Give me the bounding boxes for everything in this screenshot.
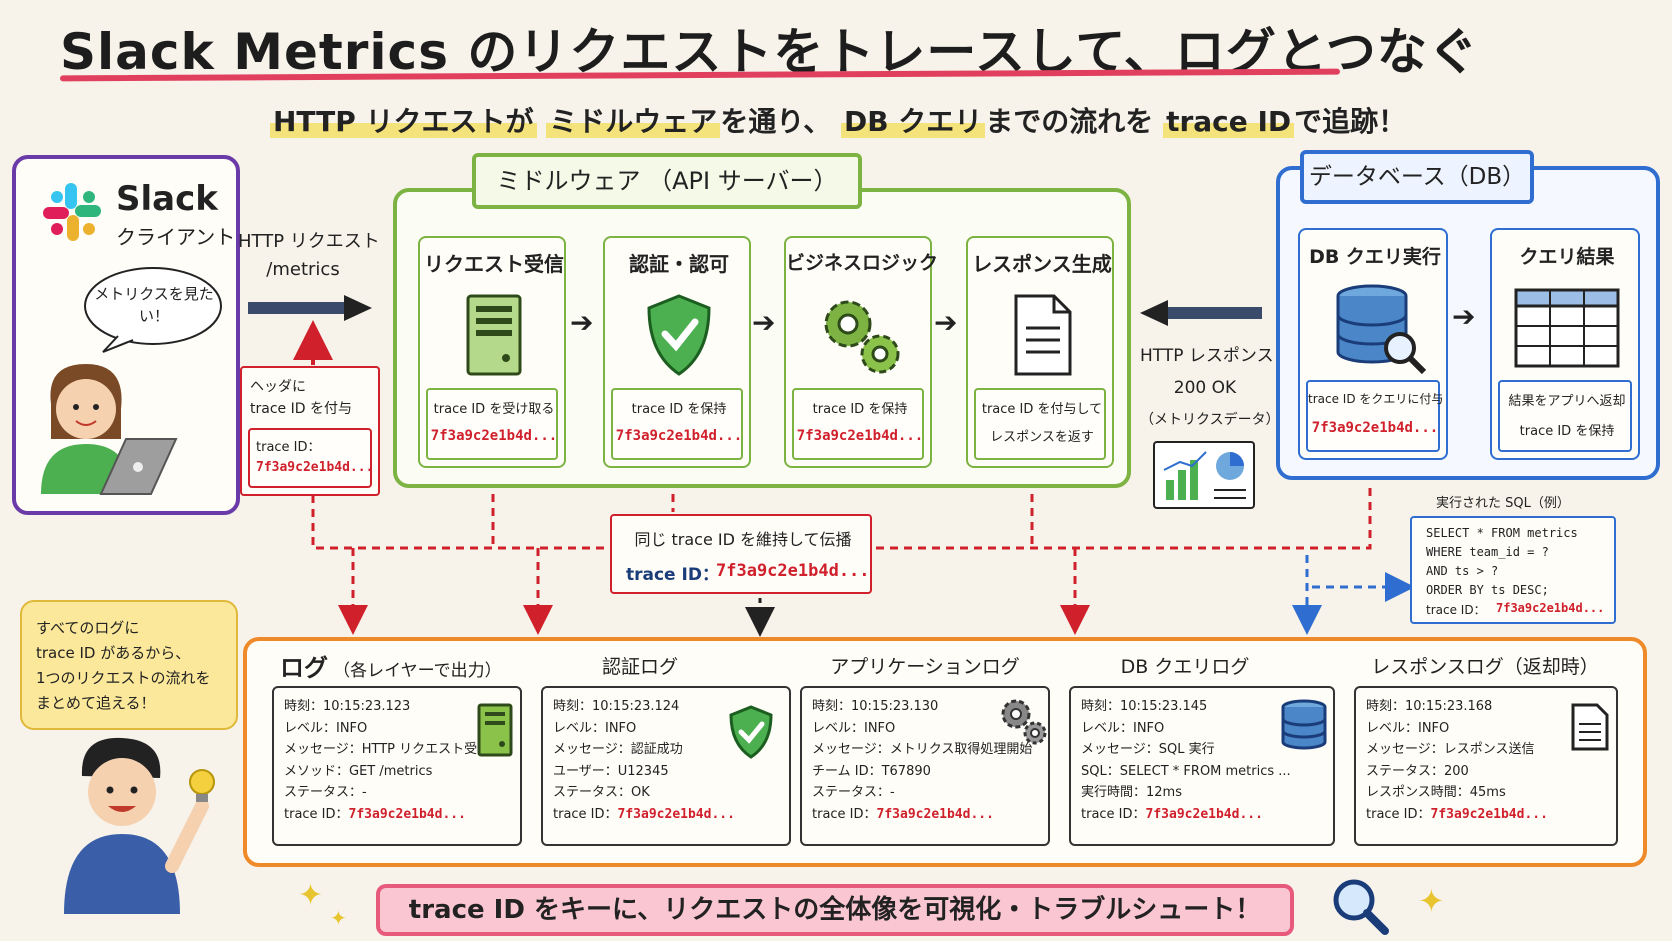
sparkle-icon: ✦ xyxy=(1418,882,1445,920)
request-label: HTTP リクエスト /metrics xyxy=(238,231,380,280)
middleware-title: ミドルウェア （API サーバー） xyxy=(472,153,862,209)
slack-logo-icon xyxy=(43,183,101,241)
boy-pointing-icon xyxy=(64,737,215,914)
database-search-icon xyxy=(1336,284,1427,375)
response-arrow-icon xyxy=(1140,300,1262,326)
flow-arrow-icon: ➔ xyxy=(570,306,594,339)
db-query-card: DB クエリ実行 trace ID をクエリに付与 7f3a9c2e1b4d..… xyxy=(1298,228,1448,460)
server-icon xyxy=(477,703,513,757)
sql-lines: SELECT * FROM metrics WHERE team_id = ? … xyxy=(1426,526,1578,597)
header-trace-id: trace ID： 7f3a9c2e1b4d... xyxy=(248,428,373,488)
subtitle: HTTP リクエストが ミドルウェアを通り、 DB クエリまでの流れを trac… xyxy=(270,100,1406,140)
response-label: HTTP レスポンス 200 OK （メトリクスデータ） xyxy=(1140,346,1280,428)
log-header-response: レスポンスログ（返却時） xyxy=(1371,656,1599,678)
flow-arrow-icon: ➔ xyxy=(934,306,958,339)
log-card-auth: 時刻：10:15:23.124 レベル：INFO メッセージ：認証成功 ユーザー… xyxy=(541,686,791,846)
log-card-response: 時刻：10:15:23.168 レベル：INFO メッセージ：レスポンス送信 ス… xyxy=(1354,686,1618,846)
log-header-auth: 認証ログ xyxy=(601,656,678,678)
speech-bubble-text: メトリクスを見たい！ xyxy=(94,285,214,325)
database-title: データベース（DB） xyxy=(1300,150,1534,204)
document-icon xyxy=(1014,294,1072,376)
log-header-db: DB クエリログ xyxy=(1120,656,1250,678)
shield-check-icon xyxy=(647,294,711,376)
flow-arrow-icon: ➔ xyxy=(1452,300,1476,333)
request-arrow-icon xyxy=(248,295,372,321)
stage-auth: 認証・認可 trace ID を保持 7f3a9c2e1b4d... xyxy=(603,236,751,468)
stage-business-logic: ビジネスロジック trace ID を保持 7f3a9c2e1b4d... xyxy=(784,236,938,468)
sql-example-box: SELECT * FROM metrics WHERE team_id = ? … xyxy=(1410,516,1616,624)
metrics-chart-icon xyxy=(1153,441,1255,509)
log-card-db: 時刻：10:15:23.145 レベル：INFO メッセージ：SQL 実行 SQ… xyxy=(1069,686,1335,846)
gears-icon xyxy=(1001,699,1047,745)
sparkle-icon: ✦ xyxy=(330,906,347,930)
gears-icon xyxy=(824,300,900,374)
db-result-card: クエリ結果 結果をアプリへ返却 trace ID を保持 xyxy=(1490,228,1640,460)
database-icon xyxy=(1281,699,1327,750)
header-note: ヘッダに trace ID を付与 trace ID： 7f3a9c2e1b4d… xyxy=(240,366,380,496)
server-icon xyxy=(466,294,522,376)
propagate-box: 同じ trace ID を維持して伝播 trace ID： 7f3a9c2e1b… xyxy=(610,514,872,594)
flow-arrow-icon: ➔ xyxy=(752,306,776,339)
log-card-request: 時刻：10:15:23.123 レベル：INFO メッセージ：HTTP リクエス… xyxy=(272,686,522,846)
shield-check-icon xyxy=(729,705,773,759)
client-panel: Slack クライアント メトリクスを見たい！ xyxy=(12,155,240,515)
log-card-app: 時刻：10:15:23.130 レベル：INFO メッセージ：メトリクス取得処理… xyxy=(800,686,1050,846)
user-with-laptop-icon xyxy=(41,364,178,495)
client-app-name: Slack xyxy=(116,179,218,219)
log-header-app: アプリケーションログ xyxy=(830,656,1020,678)
speech-bubble xyxy=(84,267,222,353)
stage-response: レスポンス生成 trace ID を付与して レスポンスを返す xyxy=(966,236,1114,468)
logs-title: ログ （各レイヤーで出力） xyxy=(280,654,502,682)
magnifier-icon xyxy=(1333,879,1389,935)
db-to-sql-lines xyxy=(1292,555,1415,635)
sql-example-label: 実行された SQL（例） xyxy=(1436,496,1570,511)
document-icon xyxy=(1571,703,1609,751)
note-card: すべてのログに trace ID があるから、 1つのリクエストの流れを まとめ… xyxy=(20,600,238,730)
sparkle-icon: ✦ xyxy=(298,878,324,913)
client-label: クライアント xyxy=(116,225,236,249)
table-icon xyxy=(1514,288,1620,368)
footer-banner: trace ID をキーに、リクエストの全体像を可視化・トラブルシュート！ xyxy=(376,884,1294,936)
stage-request-receive: リクエスト受信 trace ID を受け取る 7f3a9c2e1b4d... xyxy=(418,236,566,468)
